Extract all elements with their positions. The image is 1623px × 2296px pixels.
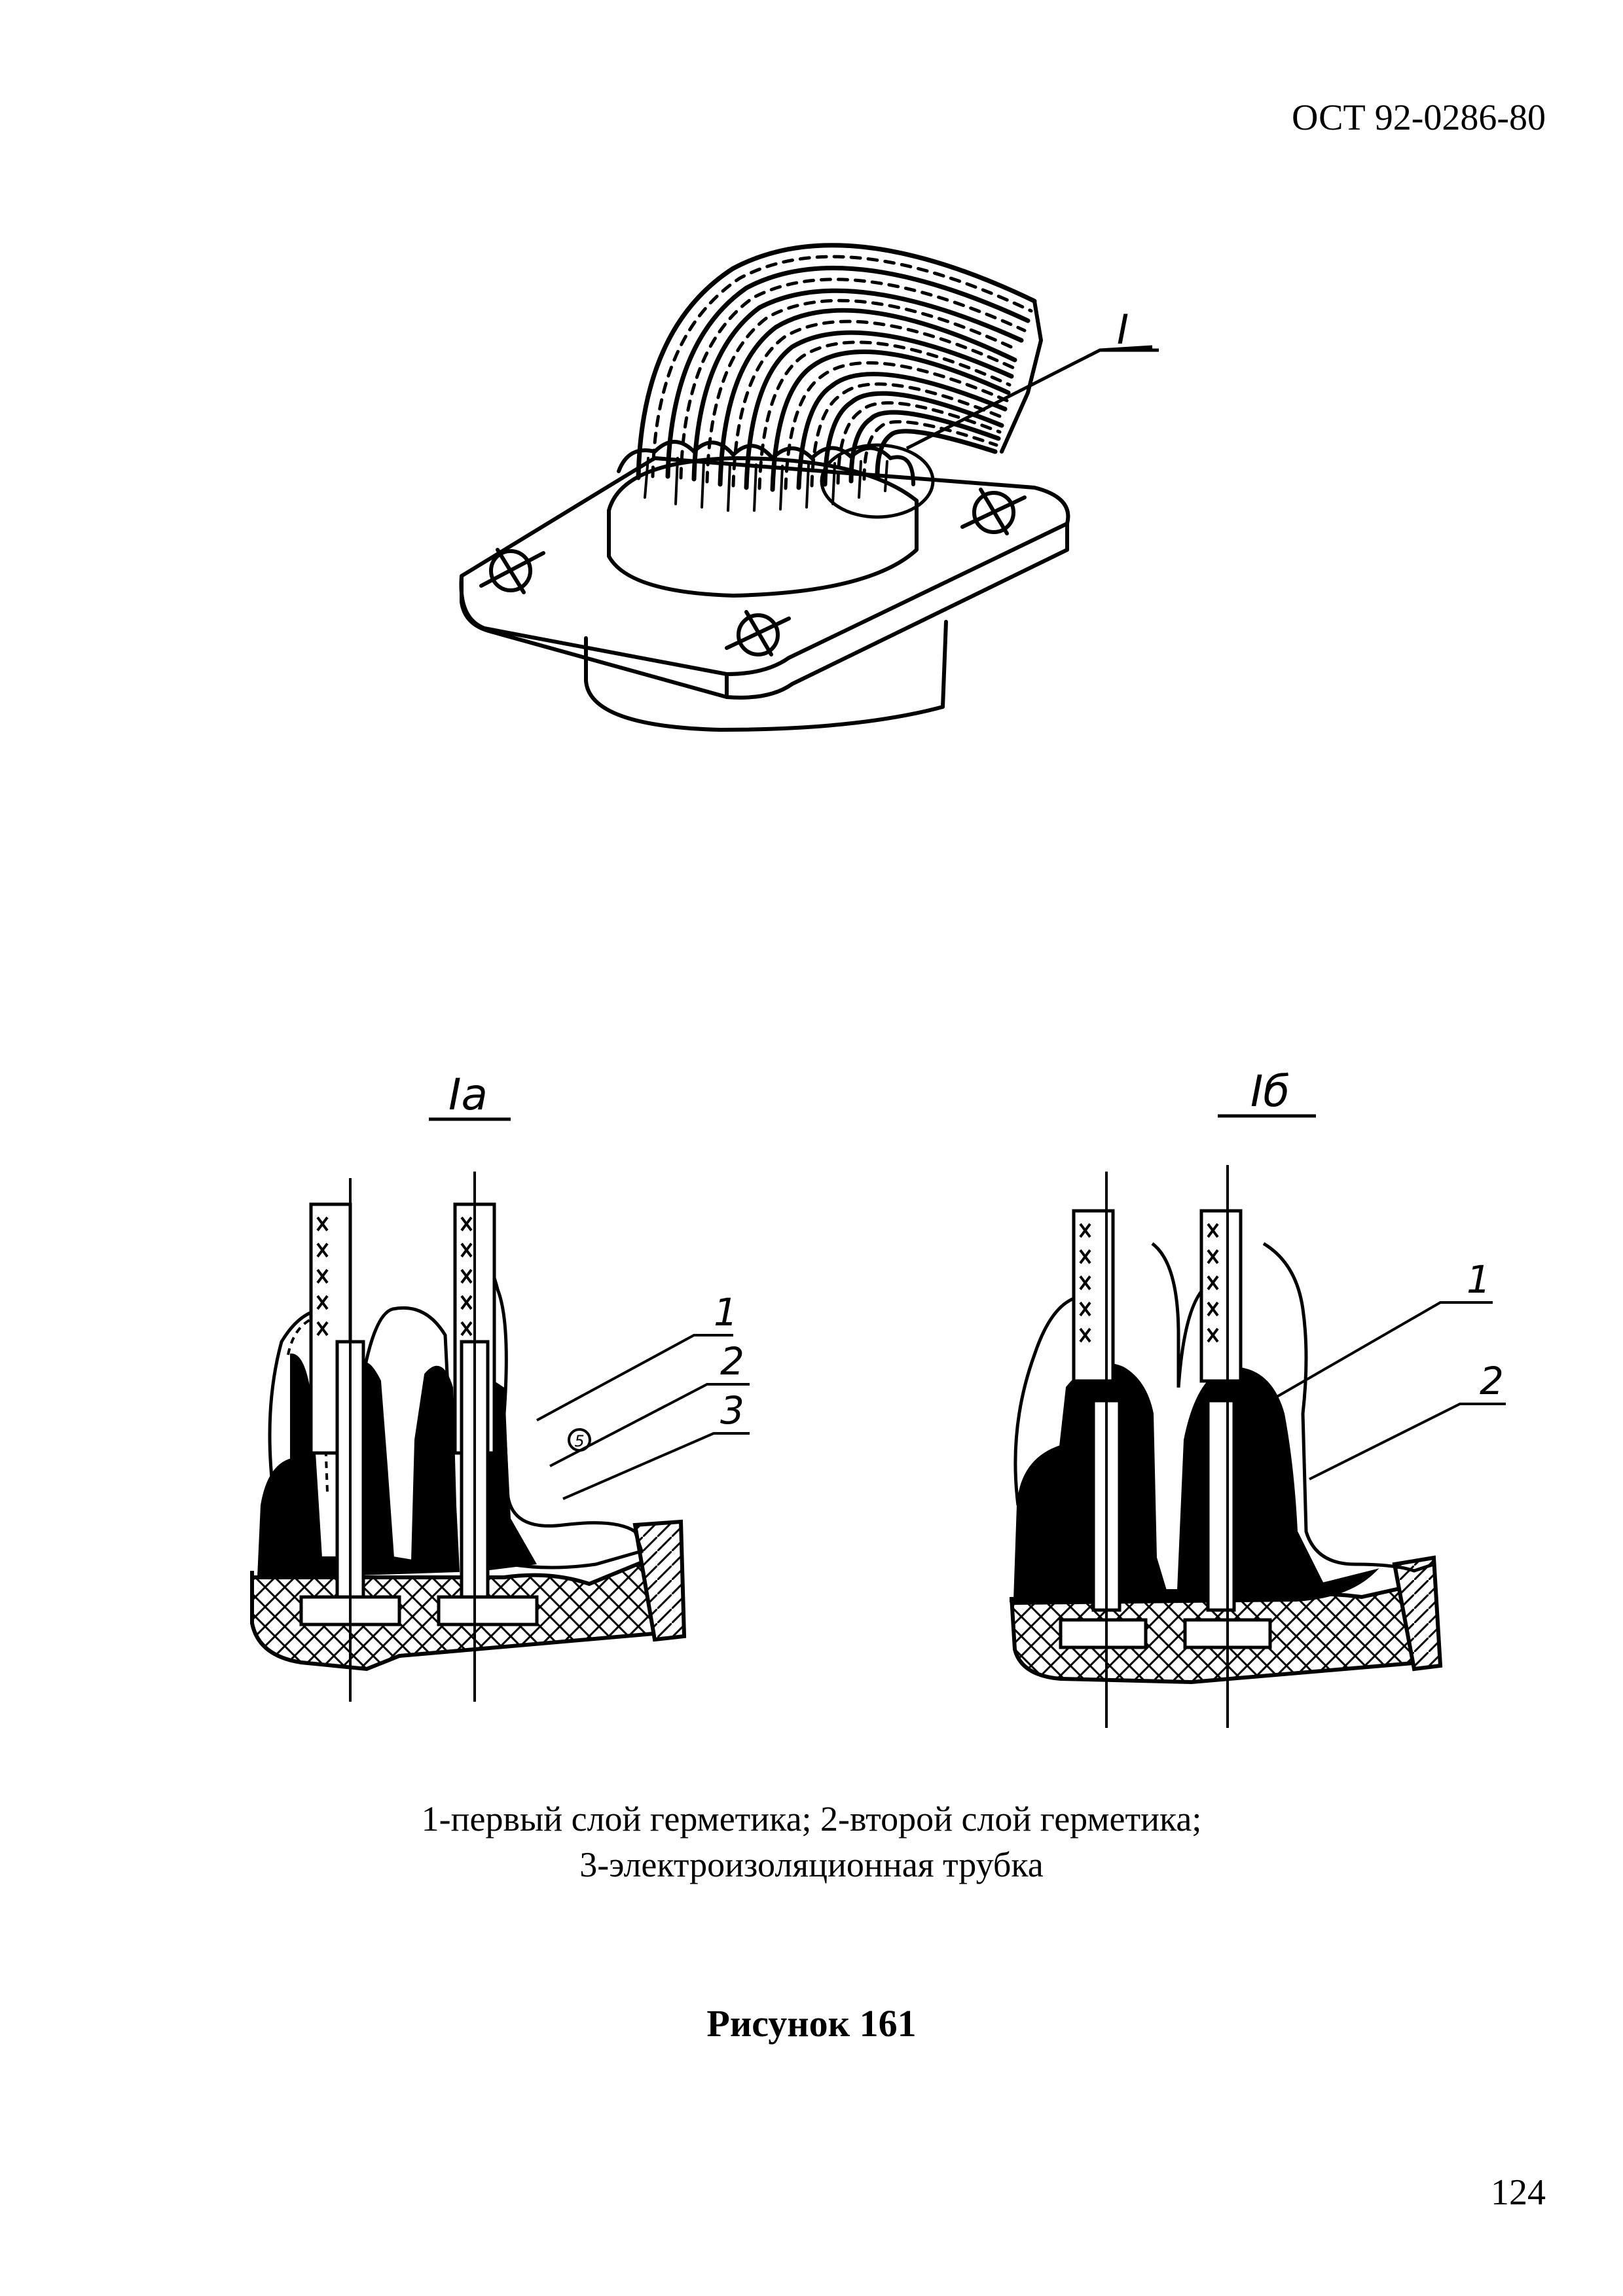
connector-isometric-drawing: I	[459, 243, 1159, 732]
figure-legend-line-2: 3-электроизоляционная трубка	[579, 1845, 1044, 1884]
view-a-label-1: 1	[714, 1290, 738, 1335]
bolt-hole-2	[725, 610, 791, 656]
page-number: 124	[1491, 2172, 1546, 2213]
figure-legend-line-1: 1-первый слой герметика; 2-второй слой г…	[421, 1799, 1202, 1839]
view-b-label-2: 2	[1480, 1359, 1504, 1403]
view-b-title: Iб	[1250, 1066, 1290, 1117]
figure-title: Рисунок 161	[706, 2002, 917, 2045]
view-b-label-1: 1	[1467, 1257, 1491, 1302]
bolt-hole-1	[479, 548, 545, 594]
callout-label-main: I	[1117, 306, 1129, 353]
view-a-title: Iа	[448, 1069, 488, 1120]
view-a-circle-mark: 5	[574, 1432, 584, 1450]
section-view-b: Iб 1 2	[1010, 1066, 1506, 1728]
detail-callout-circle	[820, 443, 935, 519]
section-view-a: Iа 1 2 3 5	[250, 1069, 750, 1702]
document-code: ОСТ 92-0286-80	[1292, 98, 1546, 138]
bolt-hole-3	[960, 488, 1027, 535]
view-a-label-2: 2	[720, 1339, 744, 1384]
view-a-label-3: 3	[720, 1388, 744, 1433]
